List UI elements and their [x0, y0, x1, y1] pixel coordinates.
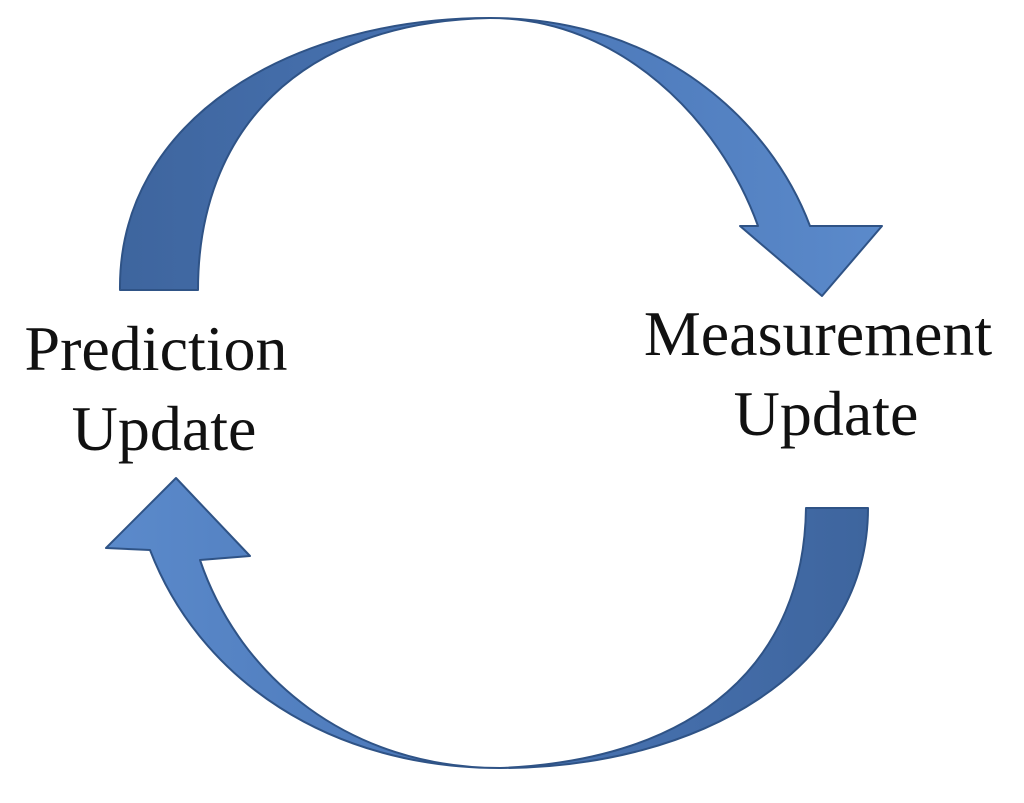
arrow-to-prediction	[105, 477, 869, 769]
measurement-update-label: Measurement Update	[644, 298, 1008, 449]
measurement-label-line2: Update	[734, 378, 919, 449]
prediction-label-line2: Update	[72, 393, 257, 464]
prediction-label-line1: Prediction	[24, 313, 287, 384]
measurement-label-line1: Measurement	[644, 298, 993, 369]
arrow-to-measurement	[118, 17, 883, 297]
prediction-update-label: Prediction Update	[24, 313, 303, 464]
